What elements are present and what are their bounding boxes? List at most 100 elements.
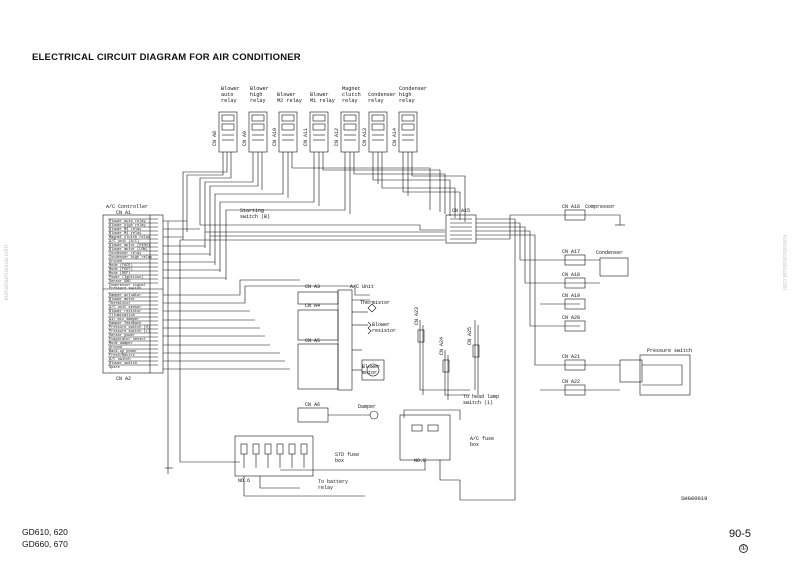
controller-row: Compressor signal (109, 283, 146, 288)
controller-row: Ground (109, 345, 122, 350)
relay-a13 (368, 111, 388, 153)
relay-a8 (218, 111, 238, 153)
cn-a13-label: CN A13 (362, 128, 368, 146)
damper-label: Damper (358, 404, 376, 410)
thermistor-label: Thermistor (360, 300, 390, 306)
controller-row: A/C switch (109, 357, 131, 362)
page-circle-icon: ① (739, 544, 748, 553)
cn-a18-label: CN A18 (562, 272, 580, 278)
pressure-switch-label: Pressure switch (647, 348, 692, 354)
controller-row: Condenser high relay (109, 255, 153, 260)
controller-row: Ground (109, 259, 122, 264)
controller-row: Blower auto relay (109, 219, 147, 224)
relay-a10 (278, 111, 298, 153)
start-switch-wires (179, 224, 445, 463)
controller-row: Evaporator sensor (109, 337, 146, 342)
cn-a-vertical-wires (417, 320, 480, 400)
cn-a10-label: CN A10 (272, 128, 278, 146)
controller-row: Mode (FACE) (109, 263, 133, 268)
cn-a5-label: CN A5 (305, 338, 320, 344)
controller-rows-bottom: Damper actuator Blower motor Thermistor … (109, 293, 150, 370)
ac-unit-connectors (297, 285, 385, 423)
controller-row: Illumination (109, 313, 135, 318)
ac-unit-label: A/C Unit (350, 284, 374, 290)
model-line-1: GD610, 620 (22, 527, 68, 537)
controller-row: Blower M1 relay (109, 231, 142, 236)
ac-controller-box (102, 214, 164, 374)
controller-rows-top: Blower auto relay Blower high relay Blow… (109, 219, 153, 291)
controller-cn-a1: CN A1 (116, 210, 131, 216)
relay-a11 (309, 111, 329, 153)
controller-row: Magnet clutch relay (109, 235, 151, 240)
controller-row: Blower resistor (109, 309, 141, 314)
controller-row: Blower motor (LOW) (109, 247, 148, 252)
cn-a24-label: CN A24 (439, 337, 445, 355)
cn-a19-label: CN A19 (562, 293, 580, 299)
controller-row: Pressure switch (L) (109, 329, 150, 334)
controller-row: Mode (DEF) (109, 271, 131, 276)
cn-a12-label: CN A12 (334, 128, 340, 146)
fuse-no8-label: NO.8 (414, 458, 426, 464)
cn-a15-label: CN A15 (452, 208, 470, 214)
cn-a22-label: CN A22 (562, 379, 580, 385)
compressor-label: Compressor (585, 204, 615, 210)
relay-a14 (398, 111, 418, 153)
cn-a25-label: CN A25 (467, 327, 473, 345)
page-number: 90-5 (729, 528, 752, 540)
watermark-left: komatsumanual.com (4, 245, 10, 301)
controller-row: Damper actuator (109, 293, 141, 298)
right-components (540, 209, 691, 396)
ac-fuse-box (280, 409, 461, 500)
controller-row: A/C unit sensor (109, 305, 141, 310)
cn-a21-label: CN A21 (562, 354, 580, 360)
model-line-2: GD660, 670 (22, 539, 68, 549)
controller-wires (163, 220, 300, 474)
cn-a11-label: CN A11 (303, 128, 309, 146)
cn-a15-connector (445, 214, 540, 501)
controller-row: Fresh/Recirc (109, 353, 135, 358)
controller-labels: A/C Controller CN A1 CN A2 (106, 204, 148, 382)
watermark-right: komatsumanual.com (781, 235, 787, 291)
controller-row: Pressure switch (109, 286, 141, 291)
relay-a9 (248, 111, 268, 153)
controller-row: Blower motor (109, 297, 135, 302)
cn-a6-label: CN A6 (305, 402, 320, 408)
controller-row: Back-up power (109, 349, 137, 354)
controller-row: Mode (FOOT) (109, 267, 133, 272)
relay-a12 (340, 111, 360, 153)
page-title: ELECTRICAL CIRCUIT DIAGRAM FOR AIR CONDI… (32, 52, 301, 63)
controller-title: A/C Controller (106, 204, 148, 210)
controller-row: Thermistor (109, 301, 131, 306)
controller-row: Damper feedback (109, 321, 141, 326)
controller-row: Blower switch (109, 361, 137, 366)
cn-a23-label: CN A23 (414, 307, 420, 325)
cn-a4-label: CN A4 (305, 303, 320, 309)
controller-row: Mode damper (109, 341, 133, 346)
fuse-no6-label: NO.6 (238, 478, 250, 484)
std-fuse-box (234, 435, 365, 497)
controller-row: Blower motor (HIGH) (109, 243, 150, 248)
relay-wires (182, 152, 466, 280)
cn-a16-label: CN A16 (562, 204, 580, 210)
relay-connector-labels: CN A8 CN A9 CN A10 CN A11 CN A12 CN A13 … (212, 128, 398, 146)
cn-a9-label: CN A9 (242, 131, 248, 146)
controller-row: Power (Ignition) (109, 275, 144, 280)
cn-a17-label: CN A17 (562, 249, 580, 255)
cn-a8-label: CN A8 (212, 131, 218, 146)
